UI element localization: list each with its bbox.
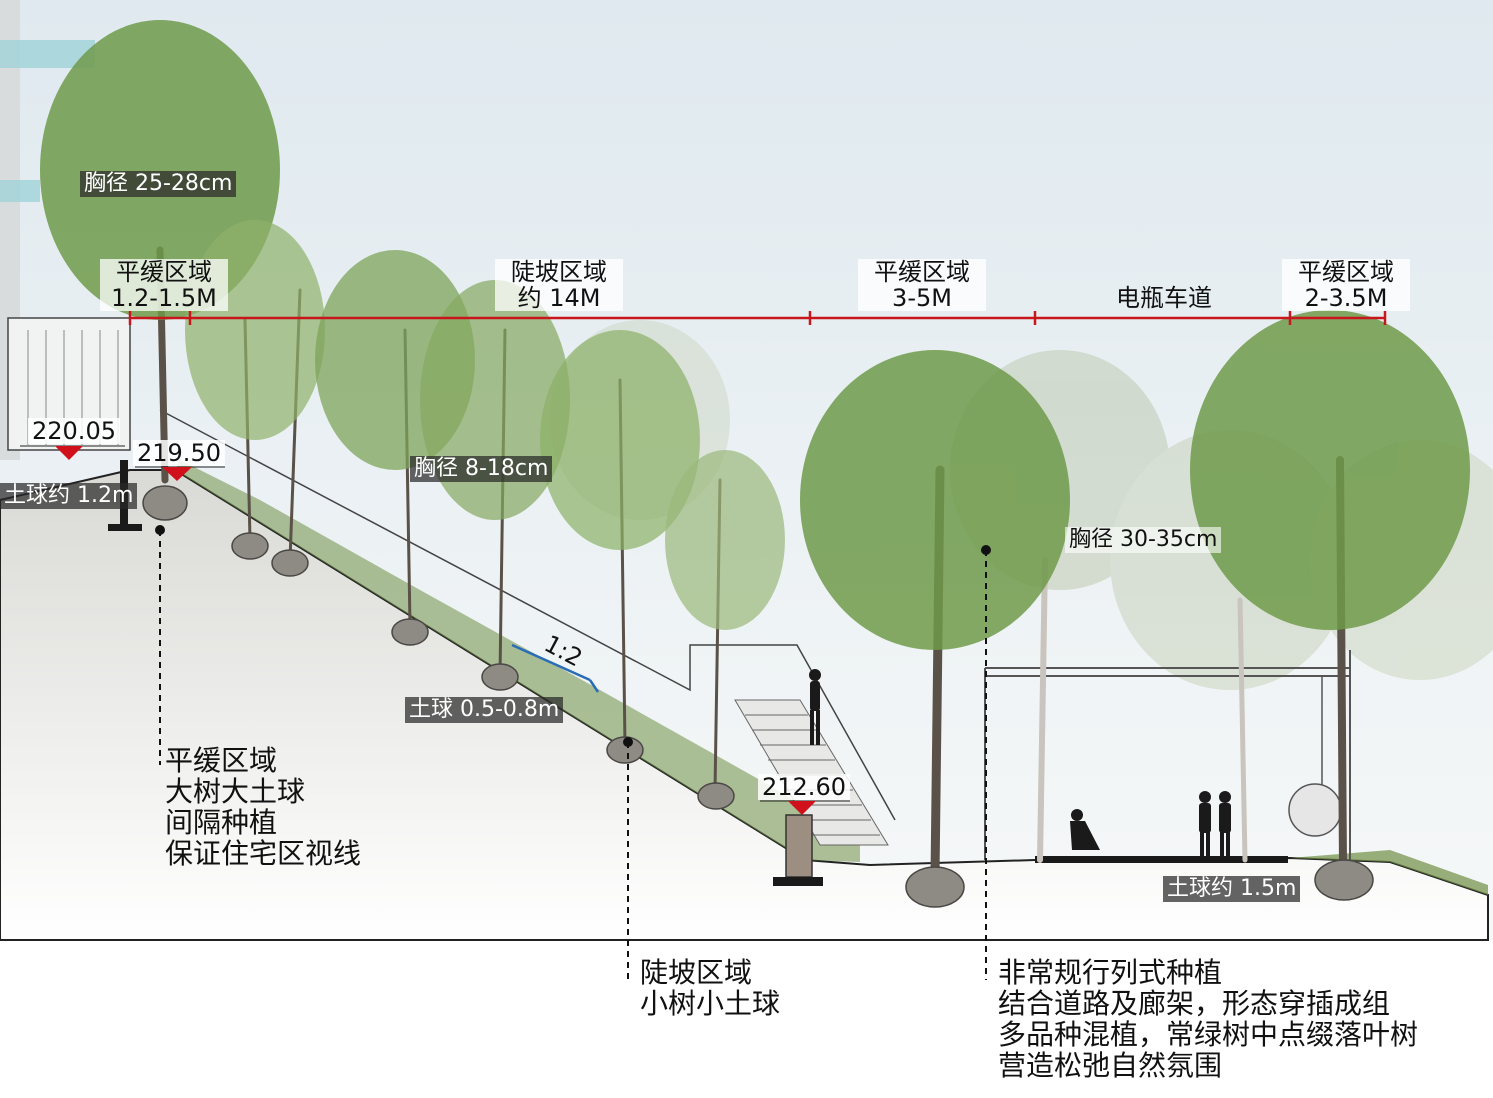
zone-label-gentle-3: 平缓区域 2-3.5M <box>1282 259 1410 311</box>
note-line: 结合道路及廊架，形态穿插成组 <box>998 987 1391 1020</box>
soil-ball-label: 土球约 1.2m <box>0 483 138 509</box>
zone-name: 平缓区域 <box>116 258 212 286</box>
person-figure <box>809 669 821 745</box>
slope-railing <box>159 409 896 821</box>
soil-ball-label: 土球 0.5-0.8m <box>405 697 564 723</box>
zone-size: 3-5M <box>892 284 952 312</box>
note-planting-strategy: 非常规行列式种植 结合道路及廊架，形态穿插成组 多品种混植，常绿树中点缀落叶树 … <box>998 957 1418 1081</box>
zone-label-steep: 陡坡区域 约 14M <box>495 259 623 311</box>
trunk-diameter-label: 胸径 30-35cm <box>1065 527 1222 553</box>
trunk-diameter-label: 胸径 25-28cm <box>80 171 237 197</box>
cart-road-surface <box>1035 856 1288 863</box>
dimension-line <box>128 311 1387 325</box>
note-line: 大树大土球 <box>165 775 306 808</box>
elevation-label: 212.60 <box>758 774 850 800</box>
note-line: 平缓区域 <box>165 744 278 777</box>
note-line: 间隔种植 <box>165 806 278 839</box>
leader-dots <box>155 525 991 747</box>
elevation-markers <box>20 445 850 815</box>
leader-lines <box>159 530 987 980</box>
elevation-label: 220.05 <box>28 418 120 444</box>
note-gentle-zone: 平缓区域 大树大土球 间隔种植 保证住宅区视线 <box>165 745 361 869</box>
root-balls <box>142 485 1374 908</box>
note-line: 多品种混植，常绿树中点缀落叶树 <box>998 1018 1419 1051</box>
right-grass <box>1290 850 1488 895</box>
tree-canopies <box>40 20 1470 650</box>
soil-ball-label: 土球约 1.5m <box>1163 876 1301 902</box>
zone-size: 约 14M <box>517 284 601 312</box>
note-line: 保证住宅区视线 <box>165 837 362 870</box>
note-line: 营造松弛自然氛围 <box>998 1049 1223 1082</box>
zone-name: 电瓶车道 <box>1116 284 1212 312</box>
people-on-road <box>1070 791 1231 856</box>
zone-label-gentle-1: 平缓区域 1.2-1.5M <box>100 259 228 311</box>
zone-size: 1.2-1.5M <box>111 284 217 312</box>
slope-planting <box>175 460 860 862</box>
zone-name: 平缓区域 <box>874 258 970 286</box>
note-steep-zone: 陡坡区域 小树小土球 <box>640 957 780 1019</box>
zone-label-gentle-2: 平缓区域 3-5M <box>858 259 986 311</box>
note-line: 小树小土球 <box>640 987 781 1020</box>
zone-label-cart-road: 电瓶车道 <box>1100 285 1228 311</box>
zone-size: 2-3.5M <box>1304 284 1388 312</box>
slope-arrow <box>511 643 600 693</box>
elevation-label: 219.50 <box>133 440 225 466</box>
note-line: 非常规行列式种植 <box>998 956 1223 989</box>
note-line: 陡坡区域 <box>640 956 753 989</box>
zone-name: 平缓区域 <box>1298 258 1394 286</box>
gabion-wall <box>773 814 823 886</box>
trunk-diameter-label: 胸径 8-18cm <box>410 456 553 482</box>
zone-name: 陡坡区域 <box>511 258 607 286</box>
